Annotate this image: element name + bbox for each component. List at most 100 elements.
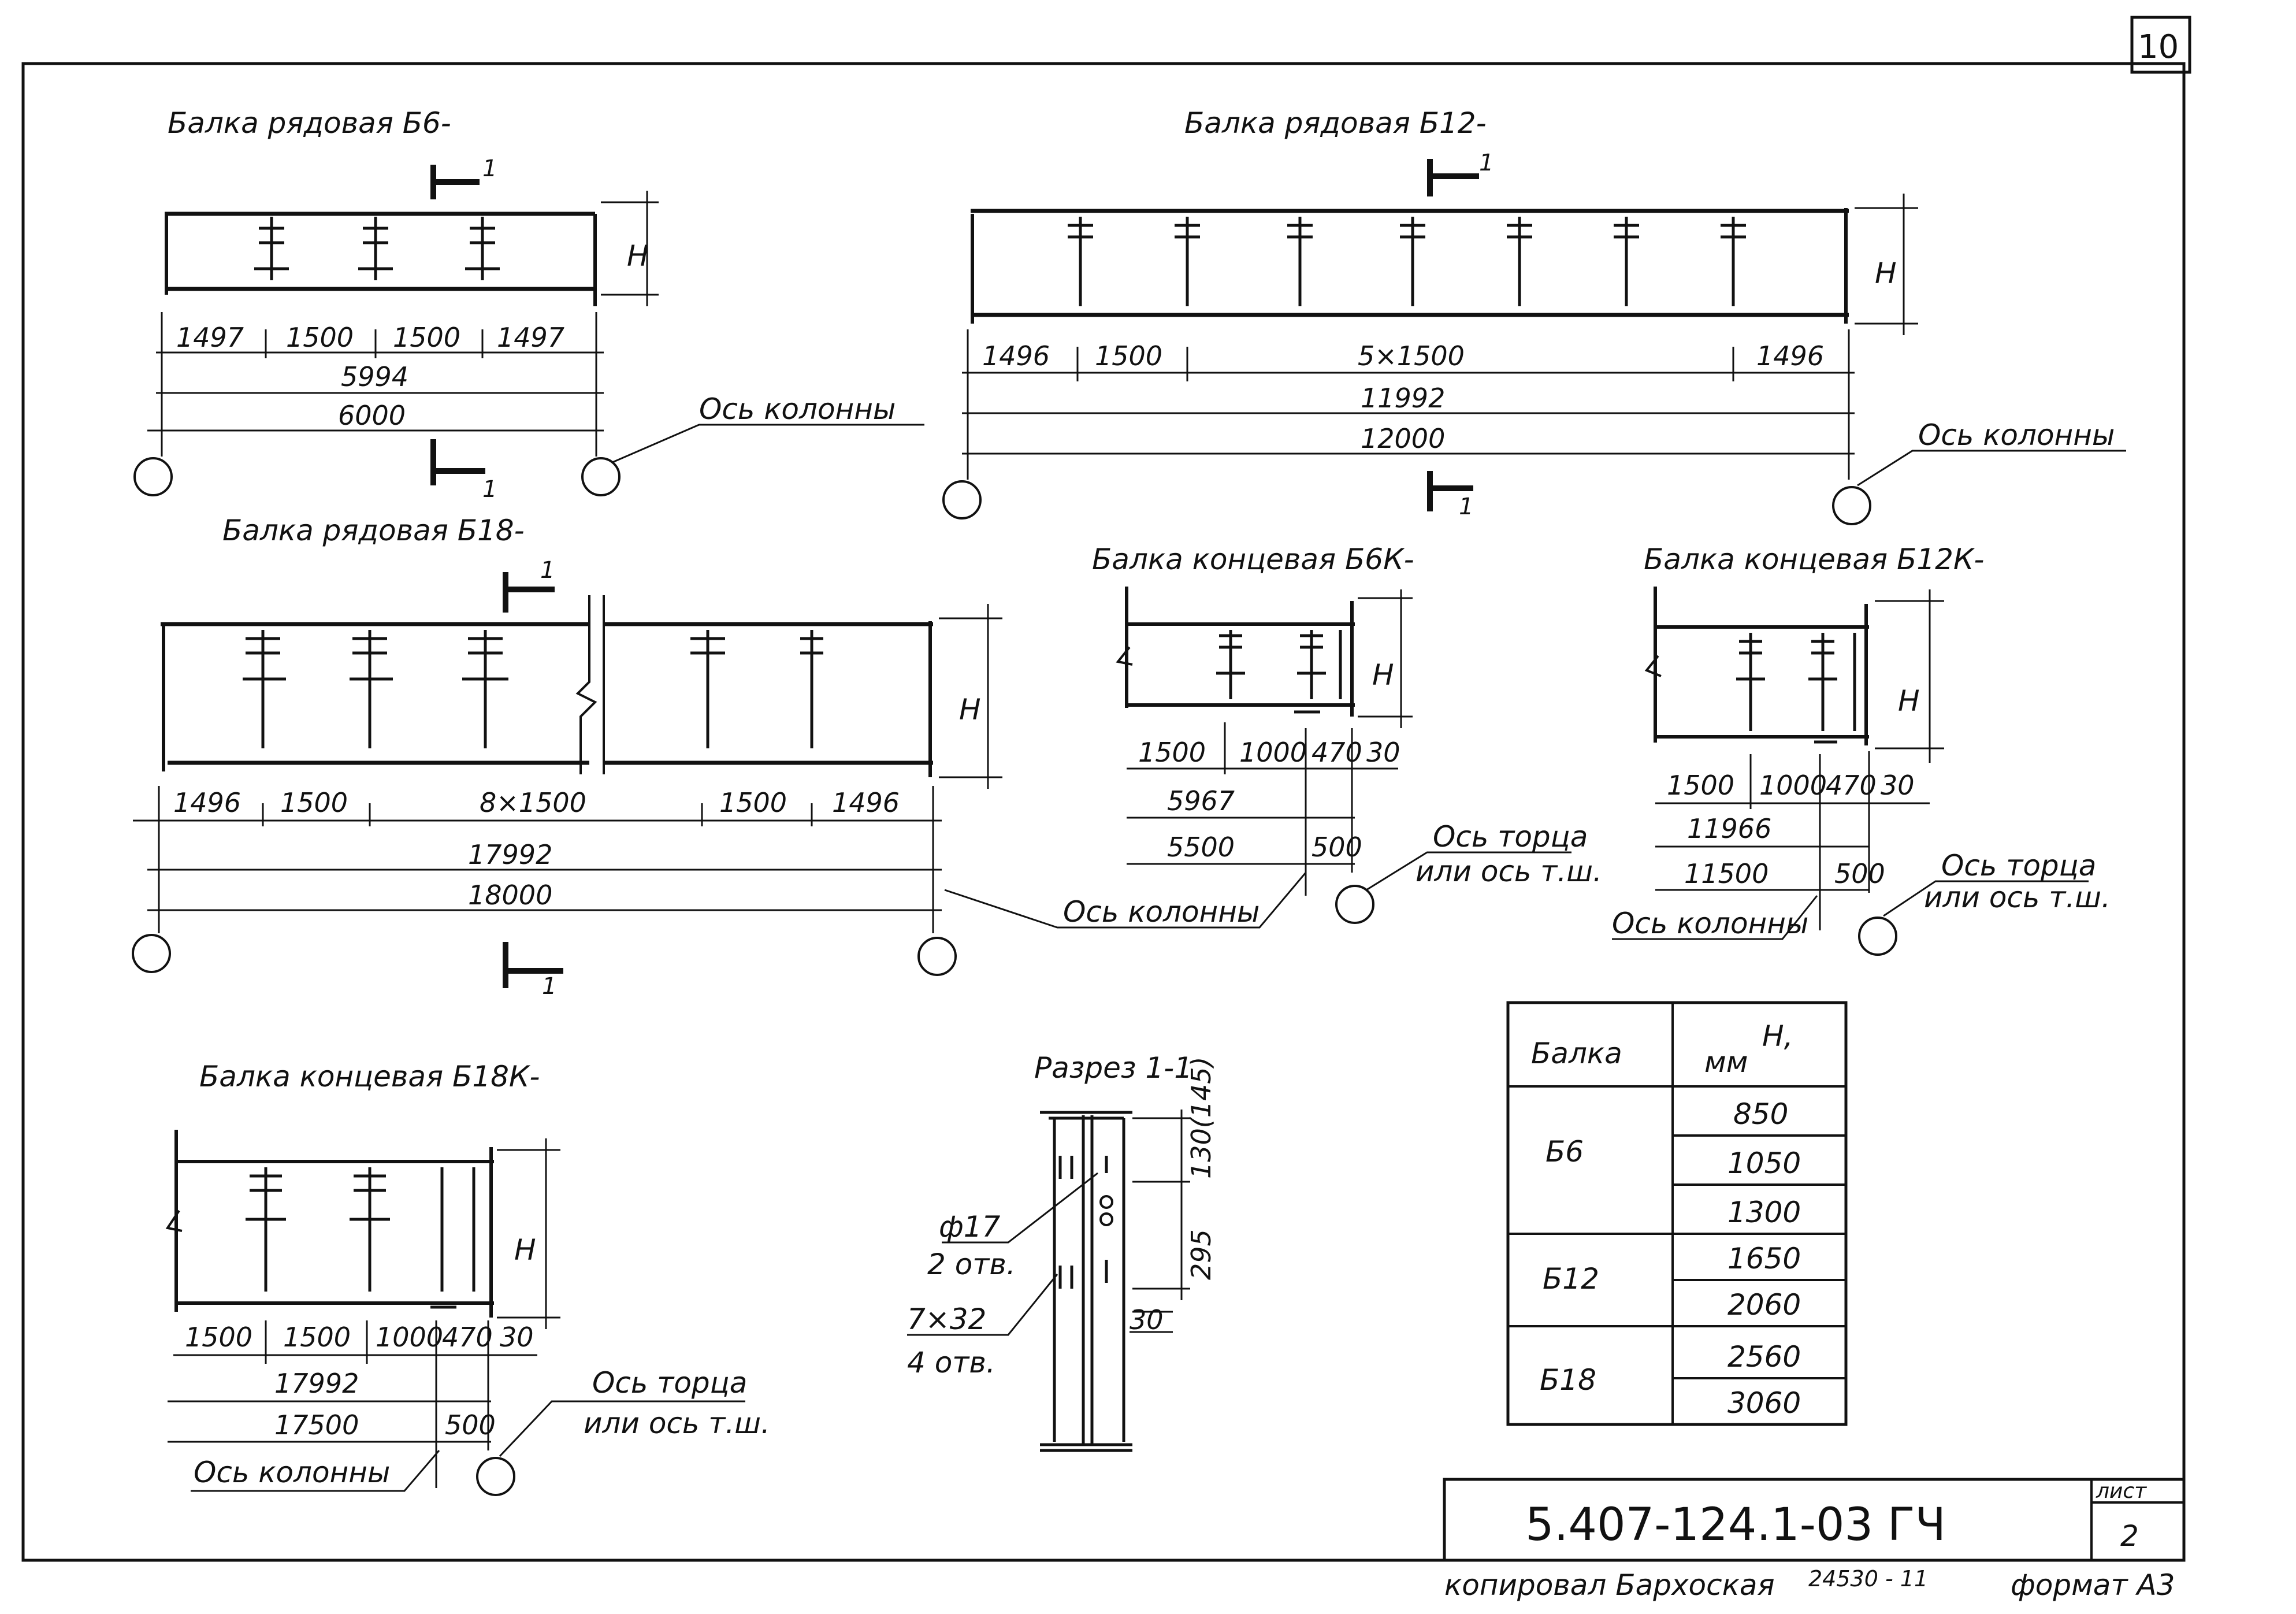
beam-b12-flanges — [971, 209, 1849, 317]
axis-end-leader — [1883, 880, 2089, 917]
beam-b12-stiffeners — [1068, 217, 1746, 306]
beam-b18-ends — [162, 621, 932, 777]
axis-bubble — [476, 1457, 515, 1496]
beam-b18-dim-lines — [133, 786, 942, 933]
sheet-number-box — [2130, 16, 2191, 74]
beam-b18-dim-4: 1500 — [719, 787, 787, 818]
beam-b18k-total-1: 17992 — [274, 1368, 359, 1399]
axis-bubble-left — [133, 457, 173, 496]
stamp-num: 24530 - 11 — [1808, 1566, 1928, 1591]
beam-b18k-stiffeners — [246, 1167, 475, 1309]
hole2-size: 7×32 — [907, 1303, 986, 1336]
beam-b12k: Балка концевая Б12К- Н 1500 1000 470 30 … — [1612, 543, 2111, 956]
beam-b12k-dim-1: 1500 — [1667, 770, 1734, 801]
beam-b18-dim-3: 8×1500 — [480, 787, 586, 818]
section-dim-1: 130(145) — [1186, 1057, 1217, 1179]
beam-b18-break — [575, 595, 605, 774]
table-value: 1300 — [1727, 1196, 1801, 1229]
beam-b12: Балка рядовая Б12- 1 Н 1496 1500 5×1500 … — [942, 106, 2126, 525]
beam-b18k: Балка концевая Б18К- Н 1500 1500 1000 47… — [165, 1060, 770, 1496]
axis-leader — [1857, 450, 2126, 487]
axis-bubble — [1335, 885, 1374, 924]
beam-b12k-dim-lines — [1655, 751, 1930, 930]
section-mark-top-label: 1 — [1479, 150, 1493, 176]
stamp-sheet-label: лист — [2096, 1479, 2147, 1503]
axis-leader — [612, 424, 924, 463]
section-mark-top-label: 1 — [540, 557, 555, 584]
stamp-format: формат А3 — [2011, 1568, 2175, 1602]
stamp-copied: копировал Бархоская — [1444, 1568, 1775, 1602]
section-dim-2: 295 — [1186, 1229, 1217, 1280]
beam-b6k-break — [1116, 646, 1133, 666]
beam-b6k-dim-2: 1000 — [1239, 737, 1307, 768]
section-outline — [1040, 1111, 1132, 1452]
beam-b12k-total-2: 11500 — [1684, 858, 1769, 889]
table-value: 2560 — [1727, 1340, 1801, 1374]
axis-label: Ось колонны — [1612, 907, 1808, 940]
beam-b6-dim-3: 1500 — [393, 322, 460, 353]
beam-b18-height-dim — [939, 604, 1002, 789]
table-beam: Б6 — [1545, 1135, 1584, 1168]
beam-b12-dim-2: 1500 — [1095, 340, 1162, 372]
table-frame — [1506, 1001, 1848, 1426]
table-value: 3060 — [1727, 1386, 1801, 1420]
sheet-frame — [21, 62, 2186, 1562]
beam-b6-height-label: Н — [627, 239, 649, 273]
beam-b6k-end: 500 — [1312, 832, 1362, 863]
beam-b18k-title: Балка концевая Б18К- — [199, 1060, 540, 1093]
table-value: 2060 — [1727, 1288, 1801, 1322]
table-grid — [1508, 1003, 1846, 1424]
hole1-count: 2 отв. — [927, 1248, 1016, 1281]
section-holes — [1058, 1156, 1108, 1289]
beam-b6-title: Балка рядовая Б6- — [168, 106, 451, 140]
section-hole-round — [1099, 1195, 1113, 1209]
axis-leader — [191, 1450, 440, 1492]
section-dims — [1130, 1110, 1190, 1333]
table-header-beam: Балка — [1531, 1037, 1622, 1070]
axis-label: Ось колонны — [1063, 895, 1260, 929]
stamp-code: 5.407-124.1-03 ГЧ — [1525, 1499, 1946, 1551]
hole2-count: 4 отв. — [907, 1346, 995, 1379]
beam-b6-stiffeners — [254, 217, 500, 280]
beam-b18k-dim-4: 470 — [442, 1322, 493, 1353]
height-table: Балка Н, мм Б6 850 1050 1300 Б12 1650 20… — [1506, 1001, 1848, 1426]
beam-b6-total-2: 6000 — [338, 400, 406, 431]
table-header-h: Н, — [1762, 1019, 1793, 1053]
beam-b6k-height-dim — [1358, 589, 1413, 728]
section-mark-bottom-label: 1 — [542, 973, 556, 1000]
axis-end-label: Ось торца — [592, 1366, 747, 1400]
section-mark-top-label: 1 — [482, 155, 497, 182]
table-beam: Б18 — [1540, 1363, 1596, 1397]
beam-b6k-dim-4: 30 — [1366, 737, 1400, 768]
beam-b12-total-2: 12000 — [1361, 423, 1445, 454]
beam-b6k-height-label: Н — [1372, 658, 1394, 692]
beam-b18-dim-5: 1496 — [832, 787, 900, 818]
beam-b18k-dim-lines — [168, 1320, 537, 1488]
axis-bubble-right — [581, 457, 621, 496]
stamp-sheet: 2 — [2120, 1519, 2139, 1553]
axis-leader — [944, 872, 1307, 929]
axis-label: Ось колонны — [1918, 418, 2115, 452]
axis-bubble-right — [1832, 486, 1871, 525]
beam-b6-ends — [165, 214, 597, 306]
beam-b12k-end: 500 — [1834, 858, 1885, 889]
table-beam: Б12 — [1543, 1262, 1599, 1296]
beam-b18: Балка рядовая Б18- 1 Н 1496 1500 8×1500 … — [132, 514, 1307, 1000]
section-dim-3: 30 — [1130, 1304, 1164, 1335]
section-mark-bottom — [430, 439, 485, 485]
beam-b12-total-1: 11992 — [1361, 383, 1445, 414]
table-value: 1650 — [1727, 1242, 1801, 1275]
hole-leaders — [907, 1172, 1098, 1336]
beam-b6-dim-2: 1500 — [286, 322, 354, 353]
beam-b6-total-1: 5994 — [341, 361, 408, 392]
beam-b18k-body — [174, 1130, 494, 1318]
beam-b12-ends — [971, 208, 1848, 324]
beam-b12-dim-4: 1496 — [1756, 340, 1824, 372]
section-mark-top — [503, 572, 555, 613]
section-mark-bottom — [1427, 471, 1473, 511]
beam-b6k-body — [1125, 587, 1355, 717]
beam-b12k-height-label: Н — [1898, 684, 1920, 718]
beam-b18k-total-2: 17500 — [274, 1409, 359, 1441]
beam-b12k-dim-2: 1000 — [1759, 770, 1827, 801]
